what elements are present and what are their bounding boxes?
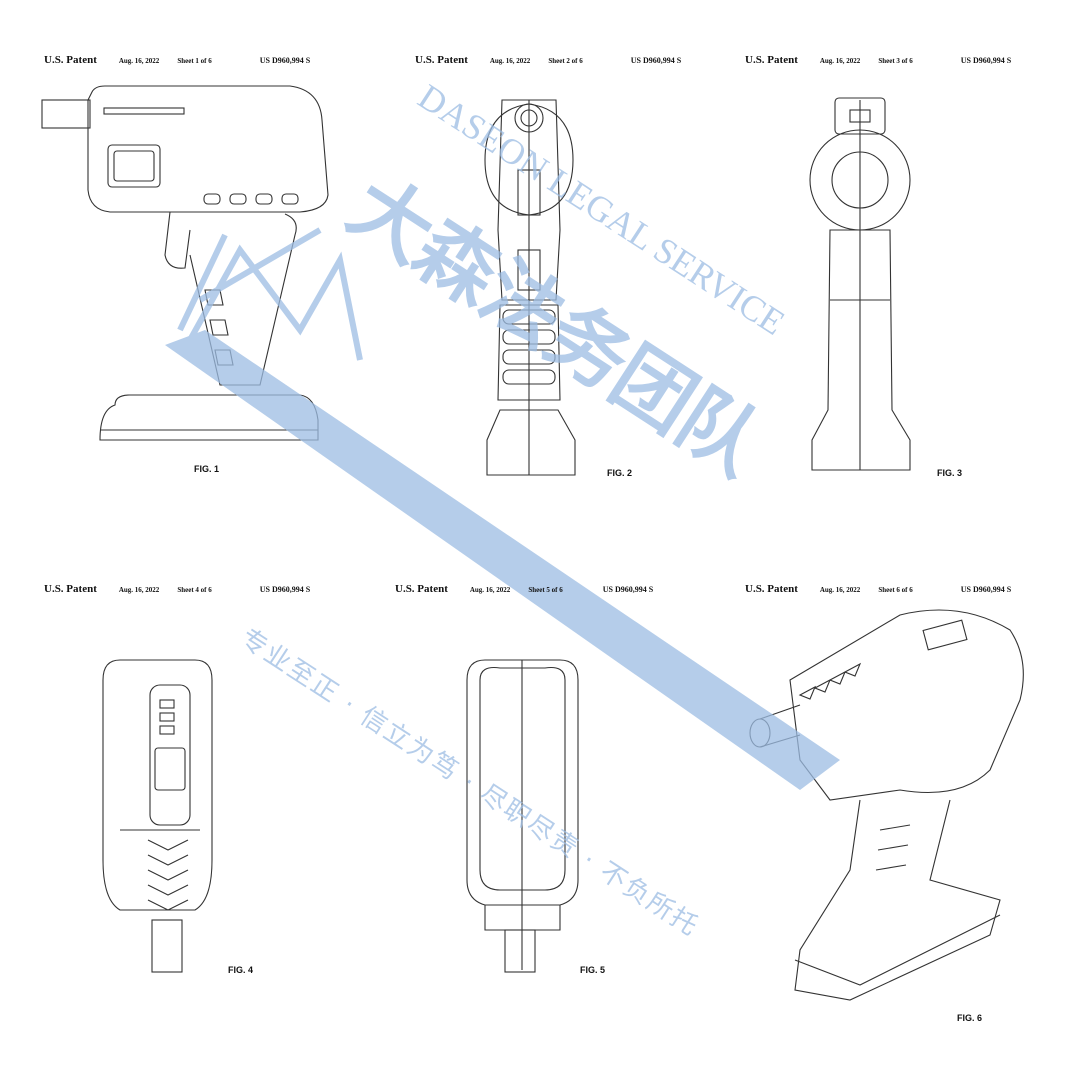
patent-date: Aug. 16, 2022 bbox=[819, 57, 861, 65]
patent-number: US D960,994 S bbox=[960, 585, 1012, 594]
fig6-perspective-view bbox=[749, 609, 1024, 1001]
sheet-number: Sheet 3 of 6 bbox=[878, 57, 913, 65]
patent-number: US D960,994 S bbox=[602, 585, 654, 594]
figure-label-6: FIG. 6 bbox=[957, 1013, 983, 1023]
patent-number: US D960,994 S bbox=[259, 585, 311, 594]
patent-label: U.S. Patent bbox=[44, 583, 97, 595]
patent-date: Aug. 16, 2022 bbox=[489, 57, 531, 65]
figure-label-4: FIG. 4 bbox=[228, 965, 254, 975]
patent-number: US D960,994 S bbox=[630, 56, 682, 65]
sheet-header-1: U.S. Patent Aug. 16, 2022 Sheet 1 of 6 U… bbox=[44, 54, 310, 66]
figure-label-5: FIG. 5 bbox=[580, 965, 606, 975]
patent-label: U.S. Patent bbox=[745, 583, 798, 595]
patent-label: U.S. Patent bbox=[44, 54, 97, 66]
figure-label-3: FIG. 3 bbox=[937, 468, 963, 478]
patent-label: U.S. Patent bbox=[415, 54, 468, 66]
patent-date: Aug. 16, 2022 bbox=[118, 57, 160, 65]
patent-date: Aug. 16, 2022 bbox=[469, 586, 511, 594]
sheet-header-5: U.S. Patent Aug. 16, 2022 Sheet 5 of 6 U… bbox=[395, 583, 653, 595]
patent-date: Aug. 16, 2022 bbox=[819, 586, 861, 594]
patent-number: US D960,994 S bbox=[259, 56, 311, 65]
fig2-rear-view bbox=[484, 99, 576, 476]
fig4-top-view bbox=[102, 659, 213, 973]
fig1-side-view bbox=[41, 85, 329, 441]
patent-date: Aug. 16, 2022 bbox=[118, 586, 160, 594]
sheet-header-3: U.S. Patent Aug. 16, 2022 Sheet 3 of 6 U… bbox=[745, 54, 1011, 66]
sheet-header-2: U.S. Patent Aug. 16, 2022 Sheet 2 of 6 U… bbox=[415, 54, 681, 66]
sheet-number: Sheet 1 of 6 bbox=[177, 57, 212, 65]
figure-label-1: FIG. 1 bbox=[194, 464, 220, 474]
sheet-header-6: U.S. Patent Aug. 16, 2022 Sheet 6 of 6 U… bbox=[745, 583, 1011, 595]
figure-label-2: FIG. 2 bbox=[607, 468, 633, 478]
sheet-header-4: U.S. Patent Aug. 16, 2022 Sheet 4 of 6 U… bbox=[44, 583, 310, 595]
sheet-number: Sheet 2 of 6 bbox=[548, 57, 583, 65]
sheet-number: Sheet 6 of 6 bbox=[878, 586, 913, 594]
fig5-bottom-view bbox=[466, 659, 579, 973]
patent-label: U.S. Patent bbox=[395, 583, 448, 595]
patent-number: US D960,994 S bbox=[960, 56, 1012, 65]
sheet-number: Sheet 4 of 6 bbox=[177, 586, 212, 594]
sheet-number: Sheet 5 of 6 bbox=[528, 586, 563, 594]
fig3-front-view bbox=[809, 97, 911, 471]
patent-label: U.S. Patent bbox=[745, 54, 798, 66]
